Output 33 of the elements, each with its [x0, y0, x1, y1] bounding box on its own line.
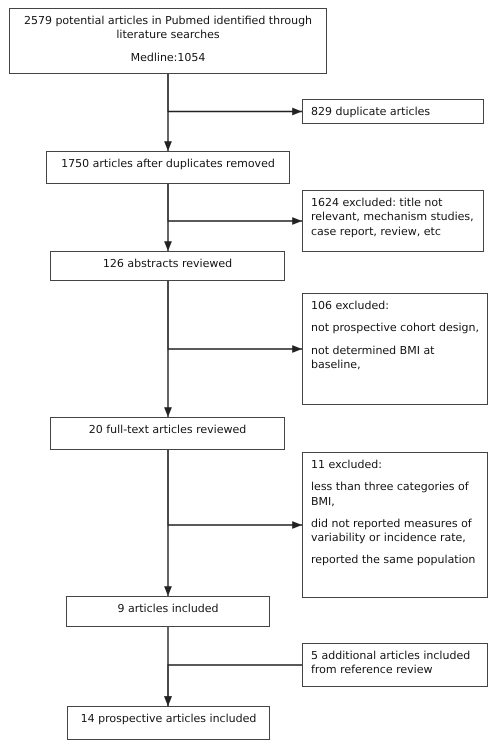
process-box [50, 417, 285, 450]
box-text: Medline:1054 [130, 50, 206, 65]
process-box [67, 706, 270, 740]
process-box [302, 452, 488, 598]
box-text: 14 prospective articles included [80, 712, 258, 726]
arrow [164, 184, 172, 251]
box-text: 11 excluded: [311, 458, 383, 472]
process-box [302, 643, 488, 687]
box-text: not determined BMI at baseline, [311, 344, 436, 372]
box-text: 20 full-text articles reviewed [88, 423, 248, 438]
box-text: not prospective cohort design, [311, 321, 479, 336]
box-text: reported the same population [311, 553, 476, 568]
box-text: 1624 excluded: title not relevant, mechanism studies, case report, review, etc [311, 196, 475, 239]
process-box [66, 596, 270, 627]
box-text: 1750 articles after duplicates removed [60, 157, 276, 172]
box-text: 9 articles included [116, 602, 220, 616]
process-box [46, 151, 290, 184]
process-box [302, 293, 488, 405]
box-text: 106 excluded: [311, 299, 390, 314]
process-box [50, 251, 285, 281]
arrow [164, 74, 172, 151]
box-text: less than three categories of BMI, [311, 480, 470, 509]
process-box [9, 8, 327, 74]
box-text: 126 abstracts reviewed [102, 257, 234, 272]
box-text: 829 duplicate articles [311, 105, 432, 120]
box-text: did not reported measures of variability or incidence rate, [311, 516, 473, 546]
arrow [164, 281, 172, 417]
box-text: 2579 potential articles in Pubmed identified through literature searches [22, 14, 314, 43]
arrow [164, 664, 302, 706]
process-box [302, 99, 484, 124]
process-box [302, 190, 484, 252]
arrow [164, 450, 172, 596]
box-text: 5 additional articles included from reference review [311, 649, 472, 678]
